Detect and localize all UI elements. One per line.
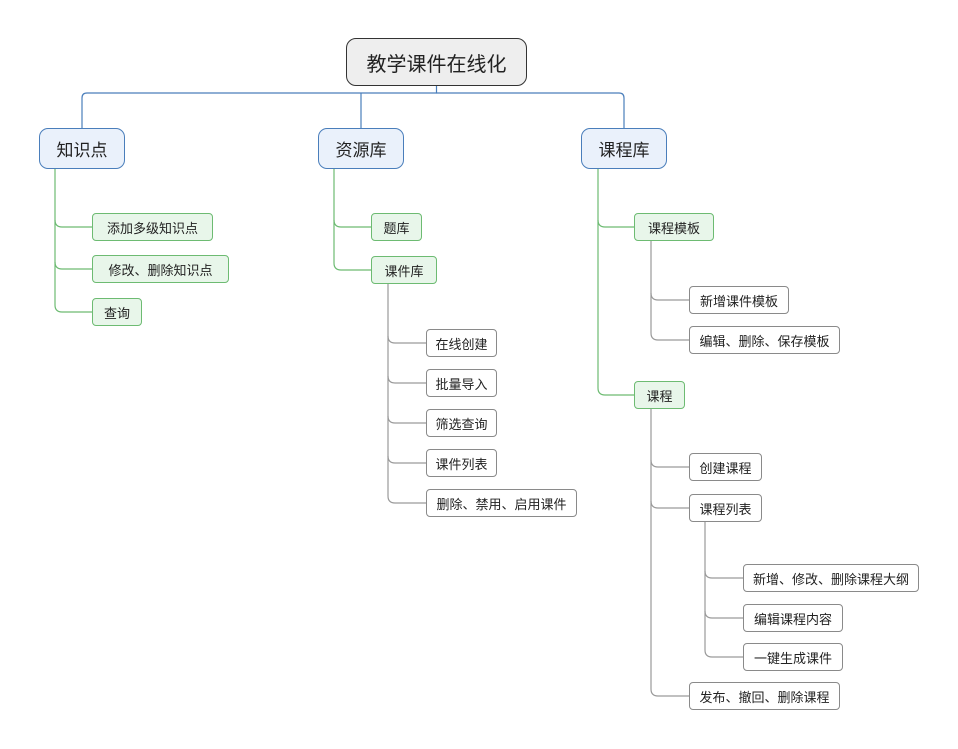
node-course-template[interactable]: 课程模板 xyxy=(634,213,714,241)
level2-connectors xyxy=(54,168,634,396)
node-delete-disable-enable[interactable]: 删除、禁用、启用课件 xyxy=(426,489,577,517)
node-batch-import[interactable]: 批量导入 xyxy=(426,369,497,397)
level3-connectors xyxy=(387,241,743,697)
node-add-knowledge[interactable]: 添加多级知识点 xyxy=(92,213,213,241)
node-edit-delete-knowledge[interactable]: 修改、删除知识点 xyxy=(92,255,229,283)
node-publish-withdraw-delete[interactable]: 发布、撤回、删除课程 xyxy=(689,682,840,710)
node-one-click-generate[interactable]: 一键生成课件 xyxy=(743,643,843,671)
root-node[interactable]: 教学课件在线化 xyxy=(346,38,527,86)
node-online-create[interactable]: 在线创建 xyxy=(426,329,497,357)
node-question-bank[interactable]: 题库 xyxy=(371,213,422,241)
node-edit-delete-save-template[interactable]: 编辑、删除、保存模板 xyxy=(689,326,840,354)
branch-course-library[interactable]: 课程库 xyxy=(581,128,667,169)
branch-resource-library[interactable]: 资源库 xyxy=(318,128,404,169)
node-outline-crud[interactable]: 新增、修改、删除课程大纲 xyxy=(743,564,919,592)
node-filter-query[interactable]: 筛选查询 xyxy=(426,409,497,437)
node-course-list[interactable]: 课程列表 xyxy=(689,494,762,522)
node-course[interactable]: 课程 xyxy=(634,381,685,409)
branch-knowledge-points[interactable]: 知识点 xyxy=(39,128,125,169)
node-add-template[interactable]: 新增课件模板 xyxy=(689,286,789,314)
node-courseware-library[interactable]: 课件库 xyxy=(371,256,437,284)
root-connectors xyxy=(81,86,625,128)
node-edit-course-content[interactable]: 编辑课程内容 xyxy=(743,604,843,632)
node-courseware-list[interactable]: 课件列表 xyxy=(426,449,497,477)
node-create-course[interactable]: 创建课程 xyxy=(689,453,762,481)
node-knowledge-query[interactable]: 查询 xyxy=(92,298,142,326)
